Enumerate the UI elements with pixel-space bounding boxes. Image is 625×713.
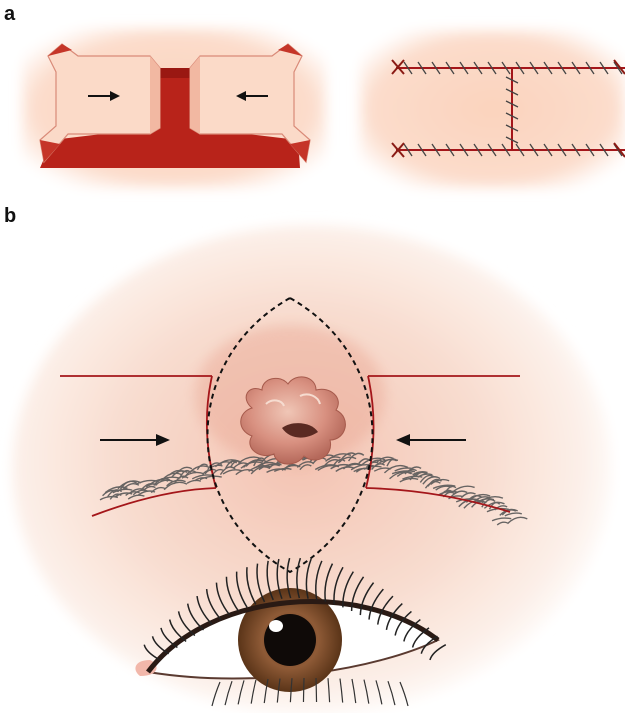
eyelash: [303, 678, 304, 702]
eyelash: [316, 678, 317, 702]
panel-a-sutured-diagram: [360, 30, 625, 188]
eye-highlight: [269, 620, 283, 632]
skin-background-right: [360, 30, 625, 188]
left-flap-edge: [150, 56, 160, 134]
right-flap-edge: [190, 56, 200, 134]
panel-b-eyebrow-illustration: [12, 225, 612, 713]
panel-a-wound-diagram: [22, 28, 326, 188]
